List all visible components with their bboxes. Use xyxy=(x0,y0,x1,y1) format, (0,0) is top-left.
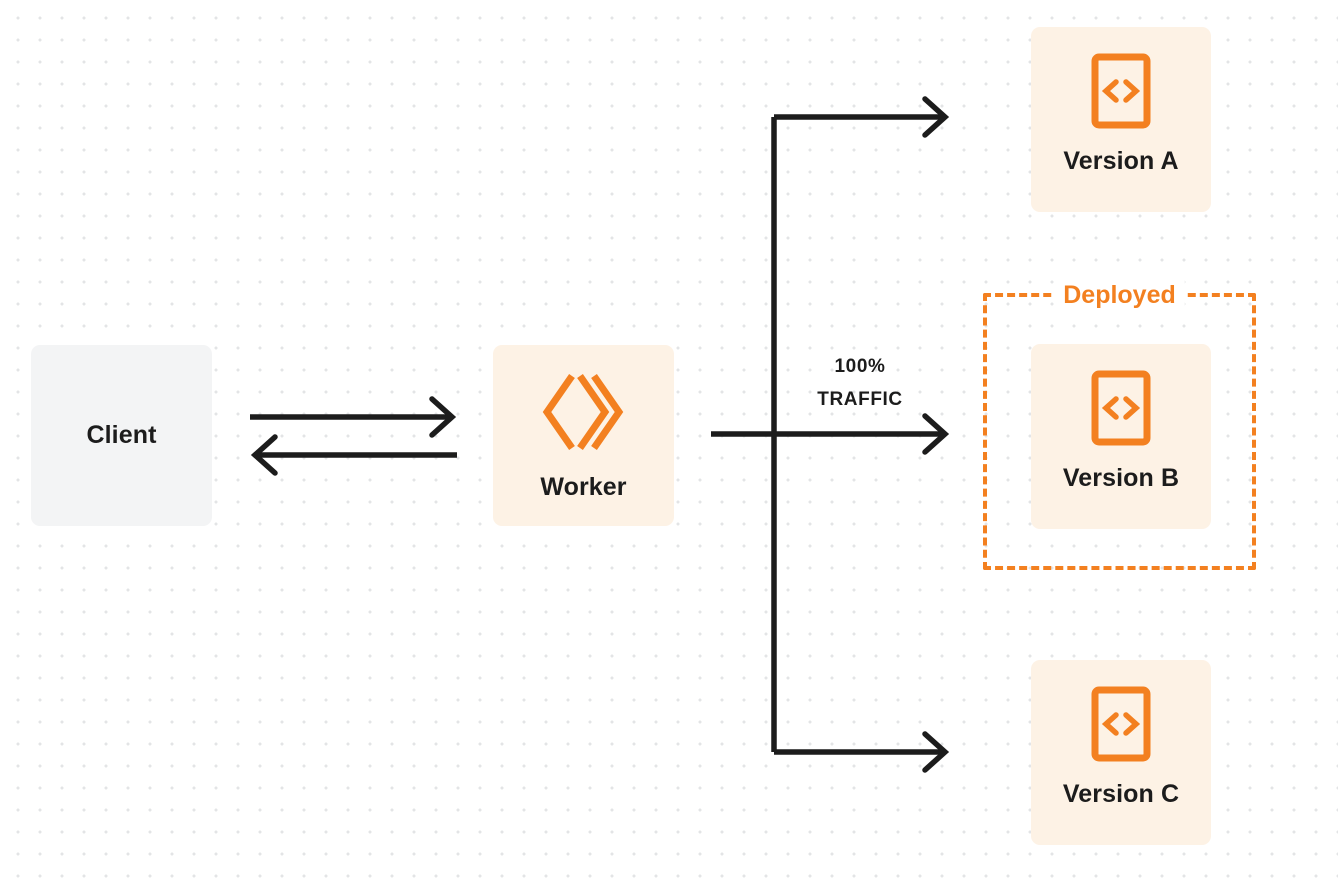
version-a-node[interactable]: Version A xyxy=(1031,27,1211,212)
version-c-label: Version C xyxy=(1062,780,1180,808)
deployed-group-label: Deployed xyxy=(1054,280,1185,310)
version-c-node[interactable]: Version C xyxy=(1031,660,1211,845)
traffic-unit: TRAFFIC xyxy=(817,389,903,410)
worker-label: Worker xyxy=(540,473,627,501)
code-file-icon xyxy=(1091,686,1151,762)
client-node[interactable]: Client xyxy=(31,345,212,526)
client-label: Client xyxy=(86,421,157,449)
traffic-percent: 100% xyxy=(834,356,886,377)
version-a-label: Version A xyxy=(1063,147,1179,175)
code-file-icon xyxy=(1091,53,1151,129)
code-file-icon xyxy=(1091,370,1151,446)
edge-worker-to-version-b xyxy=(711,413,950,455)
edge-worker-to-client xyxy=(250,434,457,476)
deployed-group-boundary: Deployed xyxy=(983,280,1256,570)
version-b-node[interactable]: Version B xyxy=(1031,344,1211,529)
cloudflare-workers-logo-icon xyxy=(542,374,623,450)
traffic-label: 100% TRAFFIC xyxy=(780,350,940,416)
edge-worker-to-version-c xyxy=(774,731,950,773)
edge-client-to-worker xyxy=(250,396,457,438)
edge-worker-to-version-a xyxy=(774,96,950,138)
version-b-label: Version B xyxy=(1062,464,1180,492)
worker-node[interactable]: Worker xyxy=(493,345,674,526)
